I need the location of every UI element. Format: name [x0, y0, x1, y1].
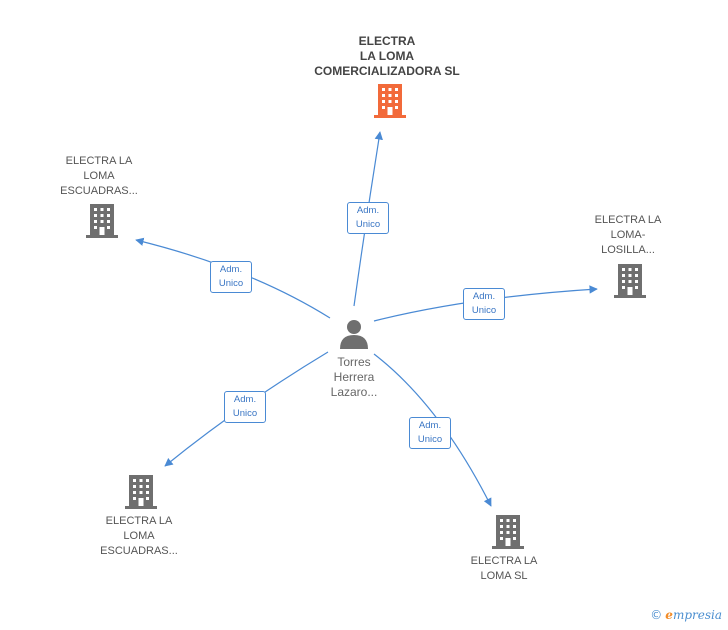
node-label-line: LOMA- — [610, 229, 646, 241]
node-main-label-line: COMERCIALIZADORA SL — [314, 64, 460, 78]
person-label-line: Torres — [337, 355, 371, 369]
role-badge-line: Adm. — [233, 394, 257, 405]
node-main-label[interactable]: ELECTRA LA LOMA COMERCIALIZADORA SL — [306, 34, 468, 79]
copyright-icon: © — [650, 608, 663, 622]
role-badge[interactable]: Adm. Unico — [347, 202, 389, 234]
node-label-line: ELECTRA LA — [105, 515, 173, 527]
role-badge-line: Adm. — [472, 291, 496, 302]
node-label-line: LOMA SL — [480, 570, 528, 582]
building-icon[interactable] — [374, 84, 406, 118]
node-label-line: LOMA — [83, 170, 115, 182]
role-badge-line: Unico — [417, 434, 443, 445]
node-label-line: LOMA — [123, 530, 155, 542]
role-badge-line: Adm. — [219, 264, 243, 275]
person-label[interactable]: Torres Herrera Lazaro... — [304, 355, 404, 400]
node-loma-sl-label[interactable]: ELECTRA LA LOMA SL — [455, 554, 553, 584]
role-badge-line: Unico — [232, 408, 258, 419]
role-badge[interactable]: Adm. Unico — [409, 417, 451, 449]
node-label-line: ELECTRA LA — [65, 155, 133, 167]
node-escuadras-bottom-label[interactable]: ELECTRA LA LOMA ESCUADRAS... — [89, 514, 189, 559]
building-icon[interactable] — [492, 515, 524, 549]
role-badge[interactable]: Adm. Unico — [463, 288, 505, 320]
person-label-line: Lazaro... — [330, 385, 378, 399]
building-icon[interactable] — [86, 204, 118, 238]
node-main-label-line: LA LOMA — [359, 49, 415, 63]
person-label-line: Herrera — [333, 370, 375, 384]
building-icon[interactable] — [125, 475, 157, 509]
role-badge-line: Adm. — [356, 205, 380, 216]
node-label-line: ESCUADRAS... — [100, 545, 178, 557]
role-badge-line: Unico — [218, 278, 244, 289]
role-badge[interactable]: Adm. Unico — [210, 261, 252, 293]
node-main-label-line: ELECTRA — [358, 34, 416, 48]
role-badge-line: Unico — [471, 305, 497, 316]
brand-footer[interactable]: ©empresia — [650, 608, 722, 622]
node-label-line: ELECTRA LA — [594, 214, 662, 226]
brand-logo-text: mpresia — [672, 608, 722, 622]
role-badge[interactable]: Adm. Unico — [224, 391, 266, 423]
role-badge-line: Adm. — [418, 420, 442, 431]
person-icon[interactable] — [339, 318, 369, 350]
node-escuadras-top-label[interactable]: ELECTRA LA LOMA ESCUADRAS... — [50, 154, 148, 199]
node-losilla-label[interactable]: ELECTRA LA LOMA- LOSILLA... — [578, 213, 678, 258]
building-icon[interactable] — [614, 264, 646, 298]
node-label-line: ELECTRA LA — [470, 555, 538, 567]
node-label-line: LOSILLA... — [601, 244, 655, 256]
role-badge-line: Unico — [355, 219, 381, 230]
brand-logo-initial: e — [665, 608, 673, 622]
node-label-line: ESCUADRAS... — [60, 185, 138, 197]
